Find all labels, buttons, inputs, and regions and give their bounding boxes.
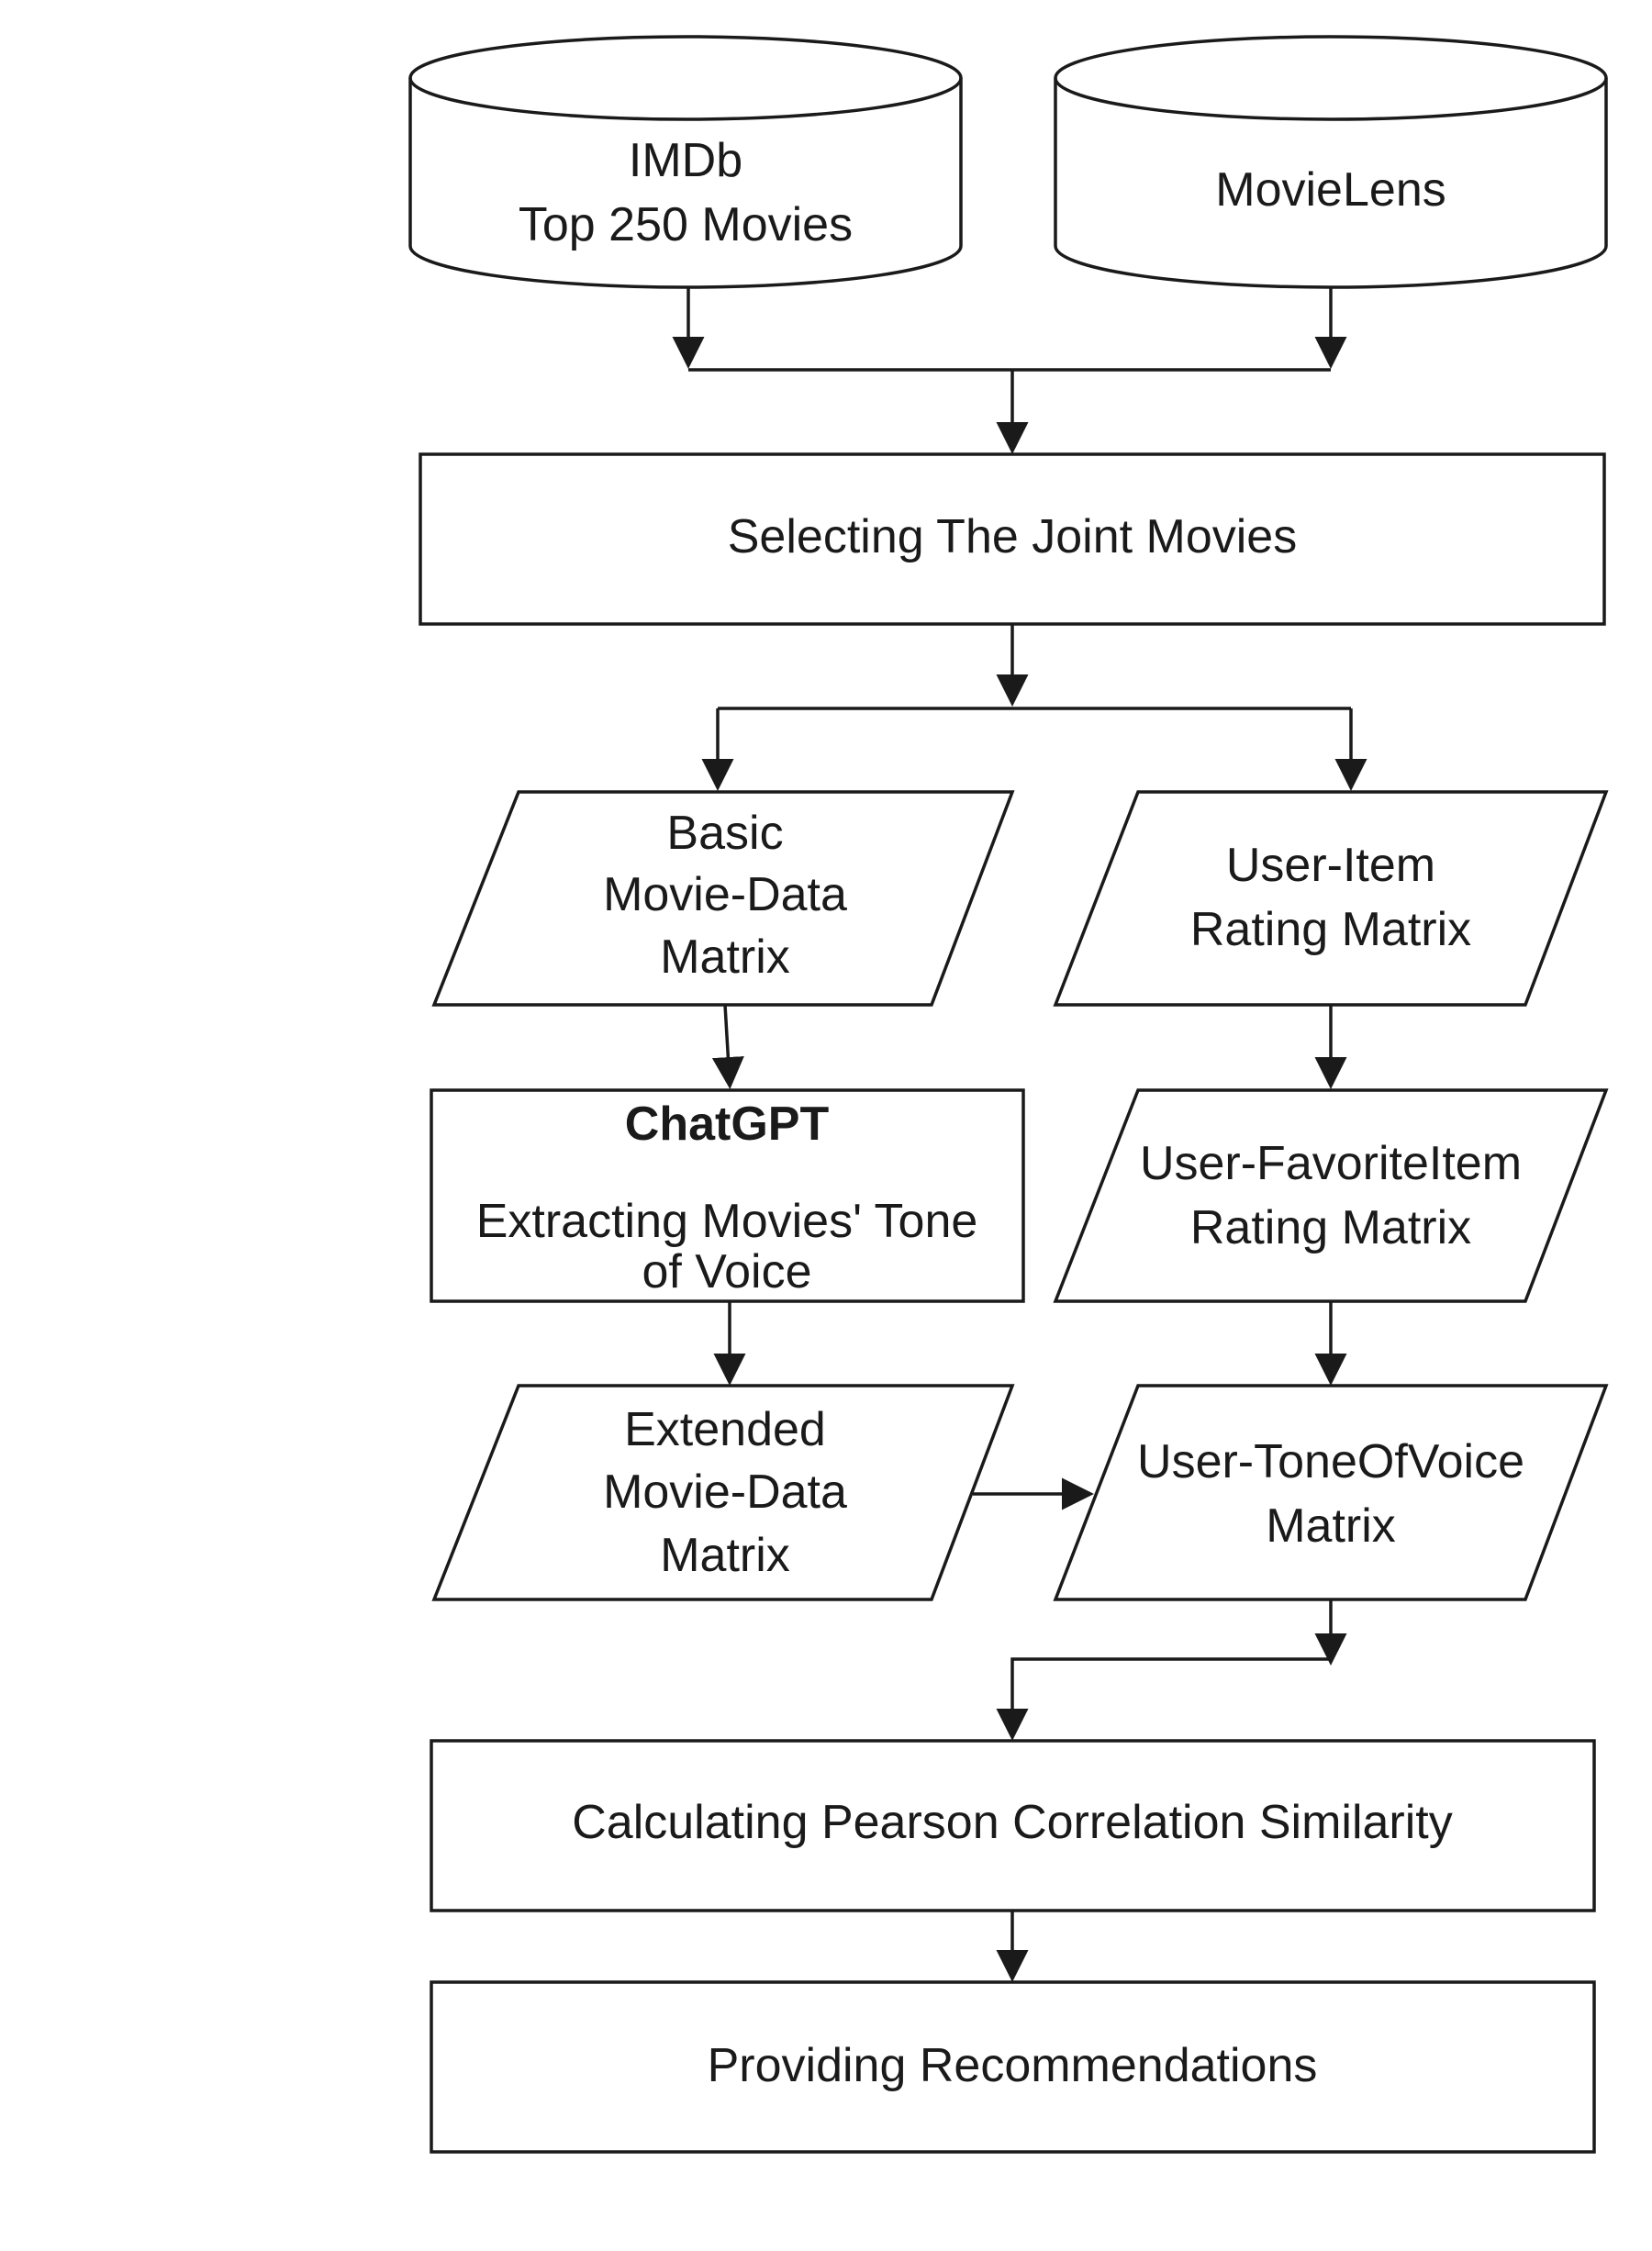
basic-matrix-line3: Matrix — [660, 930, 790, 984]
chatgpt-line1: Extracting Movies' Tone — [476, 1195, 978, 1248]
split-connector — [701, 624, 1367, 791]
user-item-line2: Rating Matrix — [1190, 903, 1471, 956]
user-toneofvoice-matrix: User-ToneOfVoice Matrix — [1053, 1384, 1609, 1601]
extended-matrix-line2: Movie-Data — [603, 1465, 847, 1519]
pearson-label: Calculating Pearson Correlation Similari… — [572, 1796, 1453, 1849]
user-tone-line2: Matrix — [1266, 1499, 1396, 1553]
imdb-database: IMDb Top 250 Movies — [408, 35, 963, 289]
movielens-label: MovieLens — [1215, 163, 1446, 217]
user-item-line1: User-Item — [1226, 839, 1435, 892]
recommendations-process: Providing Recommendations — [430, 1980, 1596, 2154]
basic-movie-data-matrix: Basic Movie-Data Matrix — [431, 790, 1015, 1007]
imdb-label-line2: Top 250 Movies — [519, 198, 853, 251]
recommendations-label: Providing Recommendations — [708, 2039, 1318, 2092]
extended-movie-data-matrix: Extended Movie-Data Matrix — [431, 1384, 1015, 1601]
selecting-joint-movies-process: Selecting The Joint Movies — [419, 452, 1606, 626]
user-favorite-line2: Rating Matrix — [1190, 1201, 1471, 1254]
movielens-database: MovieLens — [1054, 35, 1608, 289]
pearson-similarity-process: Calculating Pearson Correlation Similari… — [430, 1739, 1596, 1912]
chatgpt-process: ChatGPT Extracting Movies' Tone of Voice — [430, 1088, 1025, 1303]
selecting-label: Selecting The Joint Movies — [728, 510, 1297, 563]
tone-to-pearson-connector — [996, 1599, 1347, 1741]
arrow-basic-to-chatgpt — [711, 1004, 744, 1089]
extended-matrix-line3: Matrix — [660, 1529, 790, 1582]
user-tone-line1: User-ToneOfVoice — [1137, 1435, 1524, 1488]
imdb-label-line1: IMDb — [629, 134, 742, 187]
user-favoriteitem-rating-matrix: User-FavoriteItem Rating Matrix — [1053, 1088, 1609, 1303]
basic-matrix-line2: Movie-Data — [603, 868, 847, 921]
chatgpt-title: ChatGPT — [625, 1098, 830, 1151]
extended-matrix-line1: Extended — [624, 1403, 826, 1456]
chatgpt-line2: of Voice — [642, 1245, 811, 1298]
user-favorite-line1: User-FavoriteItem — [1140, 1137, 1522, 1190]
merge-connector — [672, 287, 1347, 454]
basic-matrix-line1: Basic — [666, 807, 783, 860]
user-item-rating-matrix: User-Item Rating Matrix — [1053, 790, 1609, 1007]
